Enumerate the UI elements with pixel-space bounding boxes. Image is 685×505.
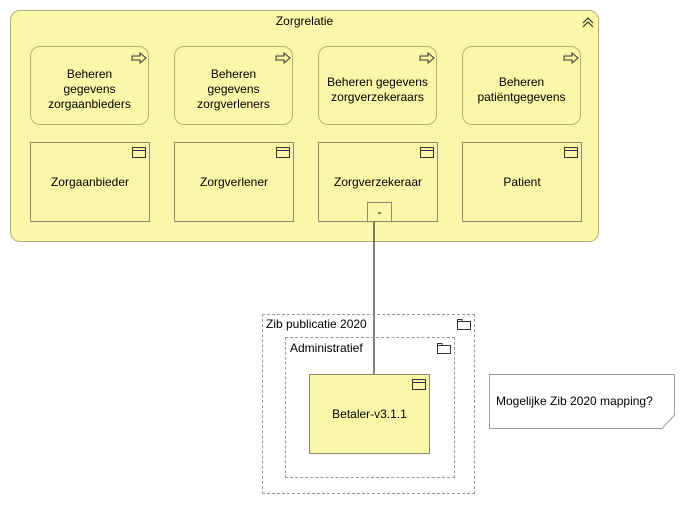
object-patient[interactable]: Patient xyxy=(462,142,582,222)
data-object-icon xyxy=(276,147,290,158)
object-label: Patient xyxy=(503,175,541,189)
object-label: Zorgaanbieder xyxy=(50,175,130,189)
data-object-icon xyxy=(412,379,426,390)
collapse-marker[interactable]: - xyxy=(367,202,392,222)
subpackage-title: Administratief xyxy=(290,341,363,355)
object-zorgaanbieder[interactable]: Zorgaanbieder xyxy=(30,142,150,222)
package-administratief[interactable] xyxy=(285,337,455,478)
collapse-chevron-icon[interactable] xyxy=(581,15,595,29)
collapse-marker-label: - xyxy=(377,205,382,219)
object-label: Zorgverzekeraar xyxy=(333,175,423,189)
service-label: Beheren patiëntgegevens xyxy=(477,74,566,104)
service-zorgaanbieders[interactable]: Beheren gegevens zorgaanbieders xyxy=(30,46,149,125)
note-shape[interactable] xyxy=(489,374,676,429)
folder-icon xyxy=(457,319,471,330)
object-label: Betaler-v3.1.1 xyxy=(332,407,407,421)
data-object-icon xyxy=(420,147,434,158)
service-zorgverleners[interactable]: Beheren gegevens zorgverleners xyxy=(174,46,293,125)
service-arrow-icon xyxy=(131,52,147,64)
service-zorgverzekeraars[interactable]: Beheren gegevens zorgverzekeraars xyxy=(318,46,437,125)
package-zib-publicatie[interactable] xyxy=(262,314,475,494)
service-arrow-icon xyxy=(419,52,435,64)
data-object-icon xyxy=(132,147,146,158)
package-title: Zib publicatie 2020 xyxy=(266,317,367,331)
service-patientgegevens[interactable]: Beheren patiëntgegevens xyxy=(462,46,581,125)
object-label: Zorgverlener xyxy=(199,175,269,189)
service-arrow-icon xyxy=(563,52,579,64)
service-arrow-icon xyxy=(275,52,291,64)
service-label: Beheren gegevens zorgverleners xyxy=(197,67,270,111)
data-object-icon xyxy=(564,147,578,158)
service-label: Beheren gegevens zorgaanbieders xyxy=(48,67,131,111)
service-label: Beheren gegevens zorgverzekeraars xyxy=(327,74,428,104)
group-title: Zorgrelatie xyxy=(275,14,334,28)
object-zorgverlener[interactable]: Zorgverlener xyxy=(174,142,294,222)
object-betaler[interactable]: Betaler-v3.1.1 xyxy=(309,374,430,454)
folder-icon xyxy=(437,343,451,354)
note-text: Mogelijke Zib 2020 mapping? xyxy=(496,394,653,408)
